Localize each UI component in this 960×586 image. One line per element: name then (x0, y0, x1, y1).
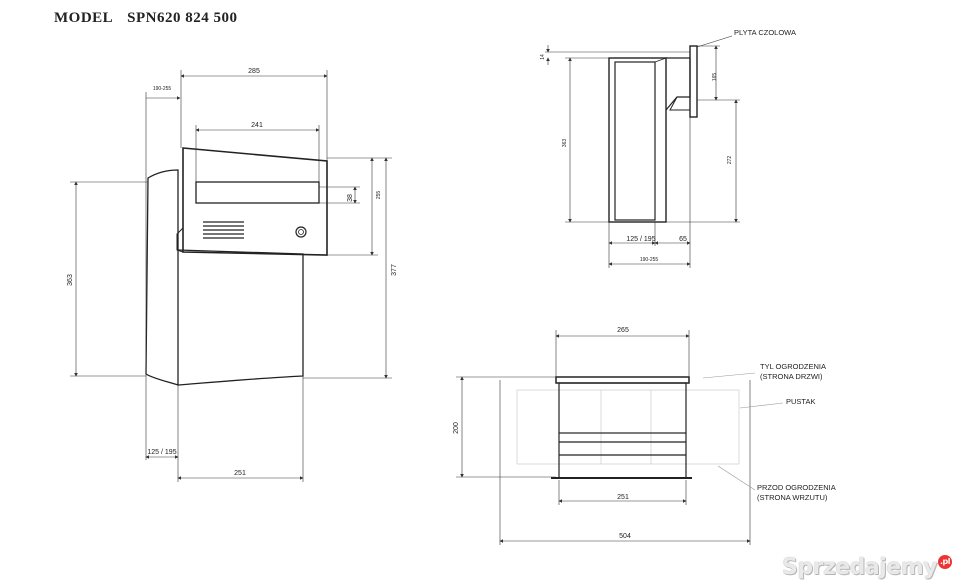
top-box (558, 382, 687, 434)
callout-back-line2: (STRONA DRZWI) (760, 372, 823, 381)
dim-side-range: 190-255 (640, 257, 659, 263)
dim-slot-width: 241 (251, 122, 263, 129)
face-plate-flange (665, 57, 691, 111)
dim-body-height: 363 (67, 274, 74, 286)
dim-lower: 272 (727, 156, 733, 165)
front-plate (182, 147, 328, 256)
dim-front-depth: 125 / 195 (147, 449, 176, 456)
side-view (608, 45, 698, 223)
dim-inner-width: 251 (617, 494, 629, 501)
dim-slot-height: 38 (347, 194, 354, 202)
callout-front-line1: PRZOD OGRODZENIA (757, 483, 836, 492)
callout-block: PUSTAK (786, 397, 815, 406)
top-dimensions (456, 330, 784, 545)
top-back-plate (555, 376, 690, 384)
callout-back-line1: TYL OGRODZENIA (760, 362, 826, 371)
dim-side-depth: 125 / 195 (626, 236, 655, 243)
model-code: SPN620 824 500 (127, 10, 238, 26)
dim-flange-depth: 65 (679, 236, 687, 243)
front-dim-labels: 285 241 190-255 363 377 255 38 125 / 195… (67, 68, 398, 477)
letter-slot (195, 181, 320, 204)
dim-top-width: 285 (248, 68, 260, 75)
block-outline (516, 389, 740, 465)
top-view-block (516, 389, 740, 465)
dim-top-width: 265 (617, 327, 629, 334)
dim-side-range: 190-255 (153, 86, 172, 92)
side-dim-labels: PLYTA CZOLOWA 14 363 165 272 125 / 195 6… (540, 28, 796, 263)
side-dimensions (545, 35, 740, 268)
lock-icon (295, 226, 307, 238)
watermark-logo: Sprzedajemy.pl (782, 555, 952, 580)
dim-flange: 165 (712, 73, 718, 82)
model-label: MODEL (54, 10, 114, 26)
top-dim-labels: 265 200 251 504 TYL OGRODZENIA (STRONA D… (453, 327, 836, 540)
top-view (551, 376, 692, 479)
front-body-left (145, 169, 179, 386)
vent-grille (203, 221, 244, 239)
dim-top-depth: 200 (453, 422, 460, 434)
dim-bottom-width: 251 (234, 470, 246, 477)
model-title: MODEL SPN620 824 500 (54, 10, 252, 27)
dim-top-offset: 14 (540, 54, 546, 60)
face-plate (689, 45, 698, 118)
front-body-right (177, 249, 304, 386)
dim-front-height: 255 (376, 191, 382, 200)
dim-total-height: 377 (391, 264, 398, 276)
front-view (145, 147, 328, 386)
dim-total-width: 504 (619, 533, 631, 540)
side-body (608, 57, 667, 223)
callout-face-plate: PLYTA CZOLOWA (734, 28, 796, 37)
front-dimensions (70, 70, 392, 482)
dim-side-height: 363 (562, 139, 568, 148)
callout-front-line2: (STRONA WRZUTU) (757, 493, 828, 502)
